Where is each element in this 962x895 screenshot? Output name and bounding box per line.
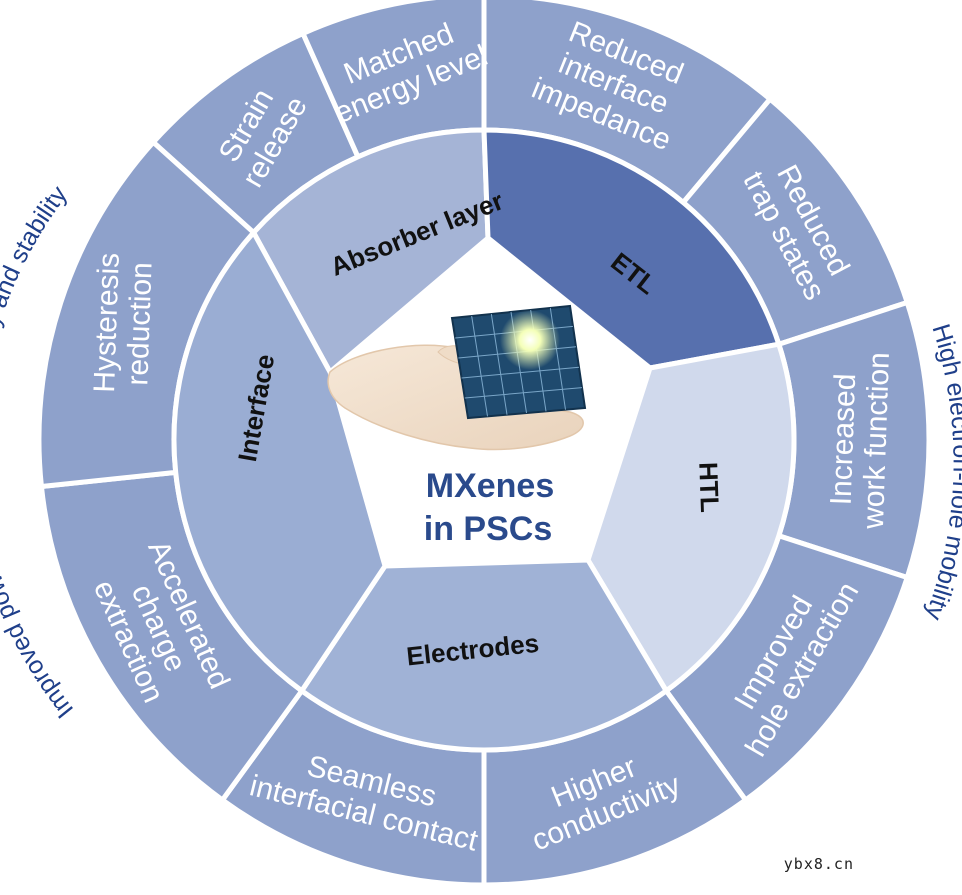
panel-grid-line [461,366,580,379]
layer-label-htl: HTL [693,462,725,514]
panel-grid-line [471,315,488,417]
sector-htl [585,341,797,694]
sector-interface [171,230,388,694]
effect-label-line: reduction [121,262,158,386]
watermark-text: ybx8.cn [783,855,854,873]
center-title: MXenes [426,467,555,505]
outer-ring [36,0,932,888]
panel-grid-line [490,313,508,415]
hand-solar-panel-illustration [327,304,587,451]
sector-electrodes [299,557,669,753]
panel-grid-line [464,387,583,399]
sun-glare [500,310,560,370]
center-subtitle: in PSCs [424,510,552,548]
sector-etl [481,127,782,371]
effect-label-line: Increased [825,373,863,506]
inner-ring [171,127,797,753]
effect-label-line: Hysteresis [88,252,126,393]
effect-label-line: work function [857,352,896,531]
